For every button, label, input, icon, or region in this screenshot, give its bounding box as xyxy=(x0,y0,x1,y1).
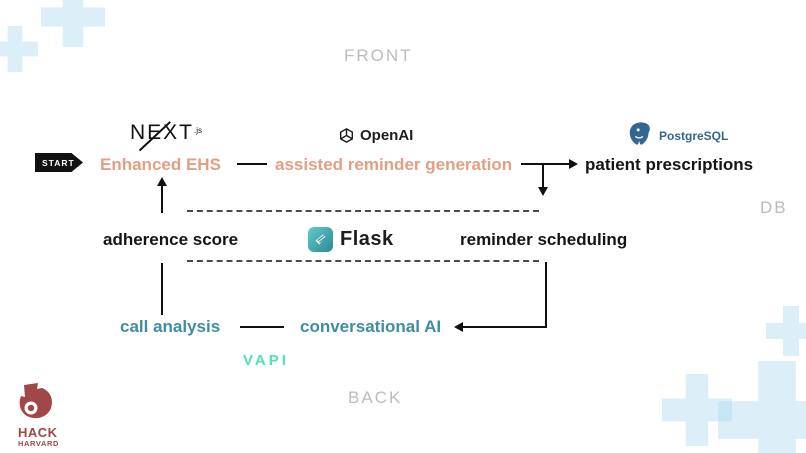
flask-wordmark: Flask xyxy=(340,228,394,250)
node-conversational-ai: conversational AI xyxy=(300,317,442,336)
hackharvard-wordmark-line2: HARVARD xyxy=(18,439,60,448)
medical-cross-decoration xyxy=(766,306,806,356)
connector-line xyxy=(462,326,547,328)
openai-logo: OpenAI xyxy=(338,127,413,144)
connector-line xyxy=(237,163,267,165)
node-patient-prescriptions: patient prescriptions xyxy=(585,155,754,174)
nextjs-wordmark: NEXT xyxy=(130,121,195,144)
openai-icon xyxy=(339,128,354,143)
node-call-analysis: call analysis xyxy=(120,317,221,336)
flask-logo: Flask xyxy=(308,227,394,252)
dashed-separator xyxy=(187,210,539,212)
nextjs-js-suffix: .js xyxy=(194,126,203,135)
connector-line xyxy=(521,163,571,165)
dashed-separator xyxy=(187,260,539,262)
postgresql-logo: PostgreSQL xyxy=(626,120,728,151)
node-enhanced-ehs: Enhanced EHS xyxy=(100,155,221,174)
medical-cross-decoration xyxy=(0,26,38,72)
node-adherence-score: adherence score xyxy=(103,230,239,249)
connector-line xyxy=(161,263,163,315)
hackharvard-logo: HACK HARVARD xyxy=(18,383,78,448)
medical-cross-decoration xyxy=(41,0,105,47)
medical-cross-decoration xyxy=(718,361,806,453)
openai-wordmark: OpenAI xyxy=(360,127,414,144)
nextjs-logo: NEXT.js xyxy=(130,121,203,151)
connector-line xyxy=(545,262,547,328)
postgresql-elephant-icon xyxy=(629,122,650,145)
arrowhead-up-icon xyxy=(157,177,167,186)
connector-line xyxy=(542,164,544,188)
vapi-logo: VAPI xyxy=(243,352,289,369)
node-assisted-reminder-generation: assisted reminder generation xyxy=(275,155,513,174)
arrowhead-down-icon xyxy=(538,187,548,196)
hackharvard-wordmark-line1: HACK xyxy=(18,425,58,440)
db-zone-label: DB xyxy=(760,198,788,217)
arrowhead-left-icon xyxy=(454,322,463,332)
start-badge: START xyxy=(35,153,83,172)
postgresql-wordmark: PostgreSQL xyxy=(659,128,729,143)
connector-line xyxy=(240,326,284,328)
front-zone-label: FRONT xyxy=(344,46,413,65)
node-reminder-scheduling: reminder scheduling xyxy=(460,230,628,249)
flask-icon xyxy=(308,227,333,252)
arrowhead-right-icon xyxy=(569,159,578,169)
hackharvard-icon xyxy=(19,383,52,419)
connector-line xyxy=(161,185,163,213)
back-zone-label: BACK xyxy=(348,388,403,407)
